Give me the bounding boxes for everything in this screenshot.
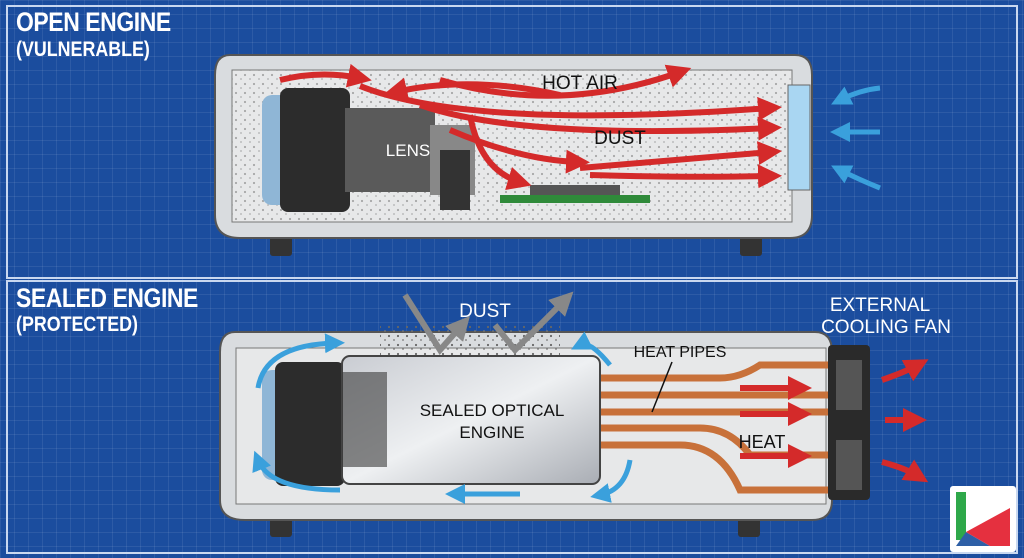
open-engine-title: OPEN ENGINE: [16, 7, 171, 37]
fan-label-line1: EXTERNAL: [830, 295, 930, 316]
brand-logo: [950, 486, 1016, 552]
engine-label-line1: SEALED OPTICAL: [420, 401, 565, 420]
sealed-engine-title: SEALED ENGINE: [16, 283, 198, 313]
lens-label: LENS: [386, 141, 430, 160]
open-engine-subtitle: (VULNERABLE): [16, 38, 150, 61]
sealed-engine-subtitle: (PROTECTED): [16, 313, 138, 336]
hot-air-label: HOT AIR: [542, 73, 618, 94]
sealed-projector: [219, 291, 929, 537]
lens-icon: [262, 88, 475, 212]
fan-label-line2: COOLING FAN: [821, 317, 951, 338]
sealed-engine-panel: [6, 280, 1018, 554]
heat-label: HEAT: [739, 432, 786, 452]
chip-icon: [500, 185, 650, 203]
dust-deflect-arrows: [402, 291, 574, 355]
open-engine-panel: [6, 5, 1018, 279]
fan-icon: [828, 345, 870, 500]
hot-air-arrows: [279, 63, 782, 191]
dust-label-top: DUST: [594, 128, 646, 149]
circulation-arrows: [252, 331, 633, 504]
heat-arrows: [740, 359, 929, 483]
sealed-optical-engine: [341, 355, 601, 485]
dust-label-bottom: DUST: [459, 301, 511, 322]
intake-arrows: [830, 85, 881, 191]
open-projector: [214, 54, 881, 256]
heat-pipes-label: HEAT PIPES: [634, 344, 727, 361]
engine-label-line2: ENGINE: [459, 423, 524, 442]
